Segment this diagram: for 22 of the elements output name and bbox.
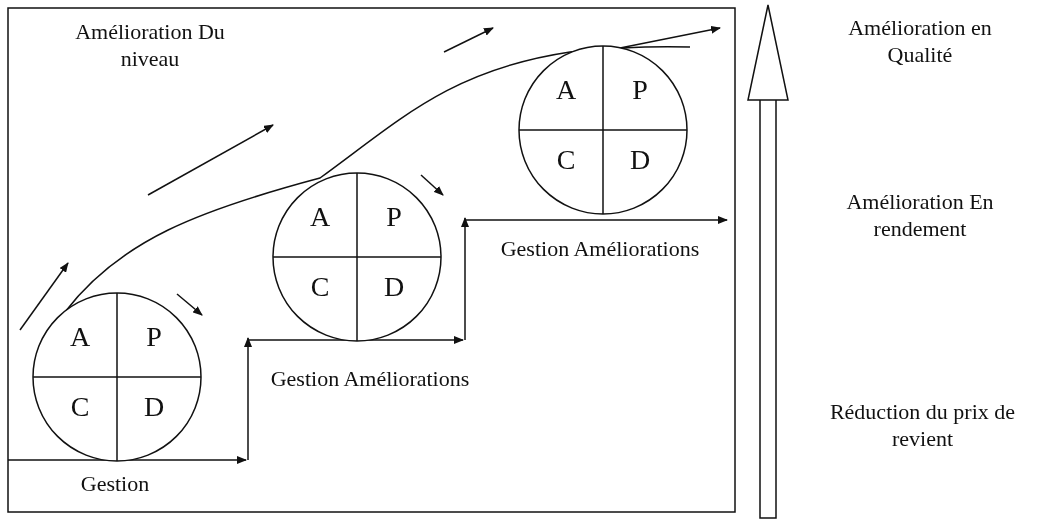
- quadrant-letter: D: [142, 392, 166, 422]
- step-label: Gestion Améliorations: [499, 235, 701, 262]
- quadrant-letter: C: [69, 392, 91, 422]
- quadrant-letter: A: [308, 202, 332, 232]
- pdca-circle: [32, 292, 202, 462]
- quadrant-letter: P: [145, 322, 163, 352]
- quadrant-letter: D: [628, 145, 652, 175]
- step-label: Gestion: [79, 470, 151, 497]
- axis-label: Amélioration En rendement: [845, 188, 995, 242]
- axis-label: Amélioration Du niveau: [74, 18, 226, 72]
- step-label: Gestion Améliorations: [270, 365, 470, 392]
- axis-label: Réduction du prix de revient: [828, 398, 1017, 452]
- quadrant-letter: A: [554, 75, 578, 105]
- quadrant-letter: P: [631, 75, 649, 105]
- quadrant-letter: P: [385, 202, 403, 232]
- quadrant-letter: D: [382, 272, 406, 302]
- pdca-circle: [272, 172, 442, 342]
- quadrant-letter: A: [68, 322, 92, 352]
- quadrant-letter: C: [309, 272, 331, 302]
- pdca-circle: [518, 45, 688, 215]
- quadrant-letter: C: [555, 145, 577, 175]
- axis-label: Amélioration en Qualité: [847, 14, 993, 68]
